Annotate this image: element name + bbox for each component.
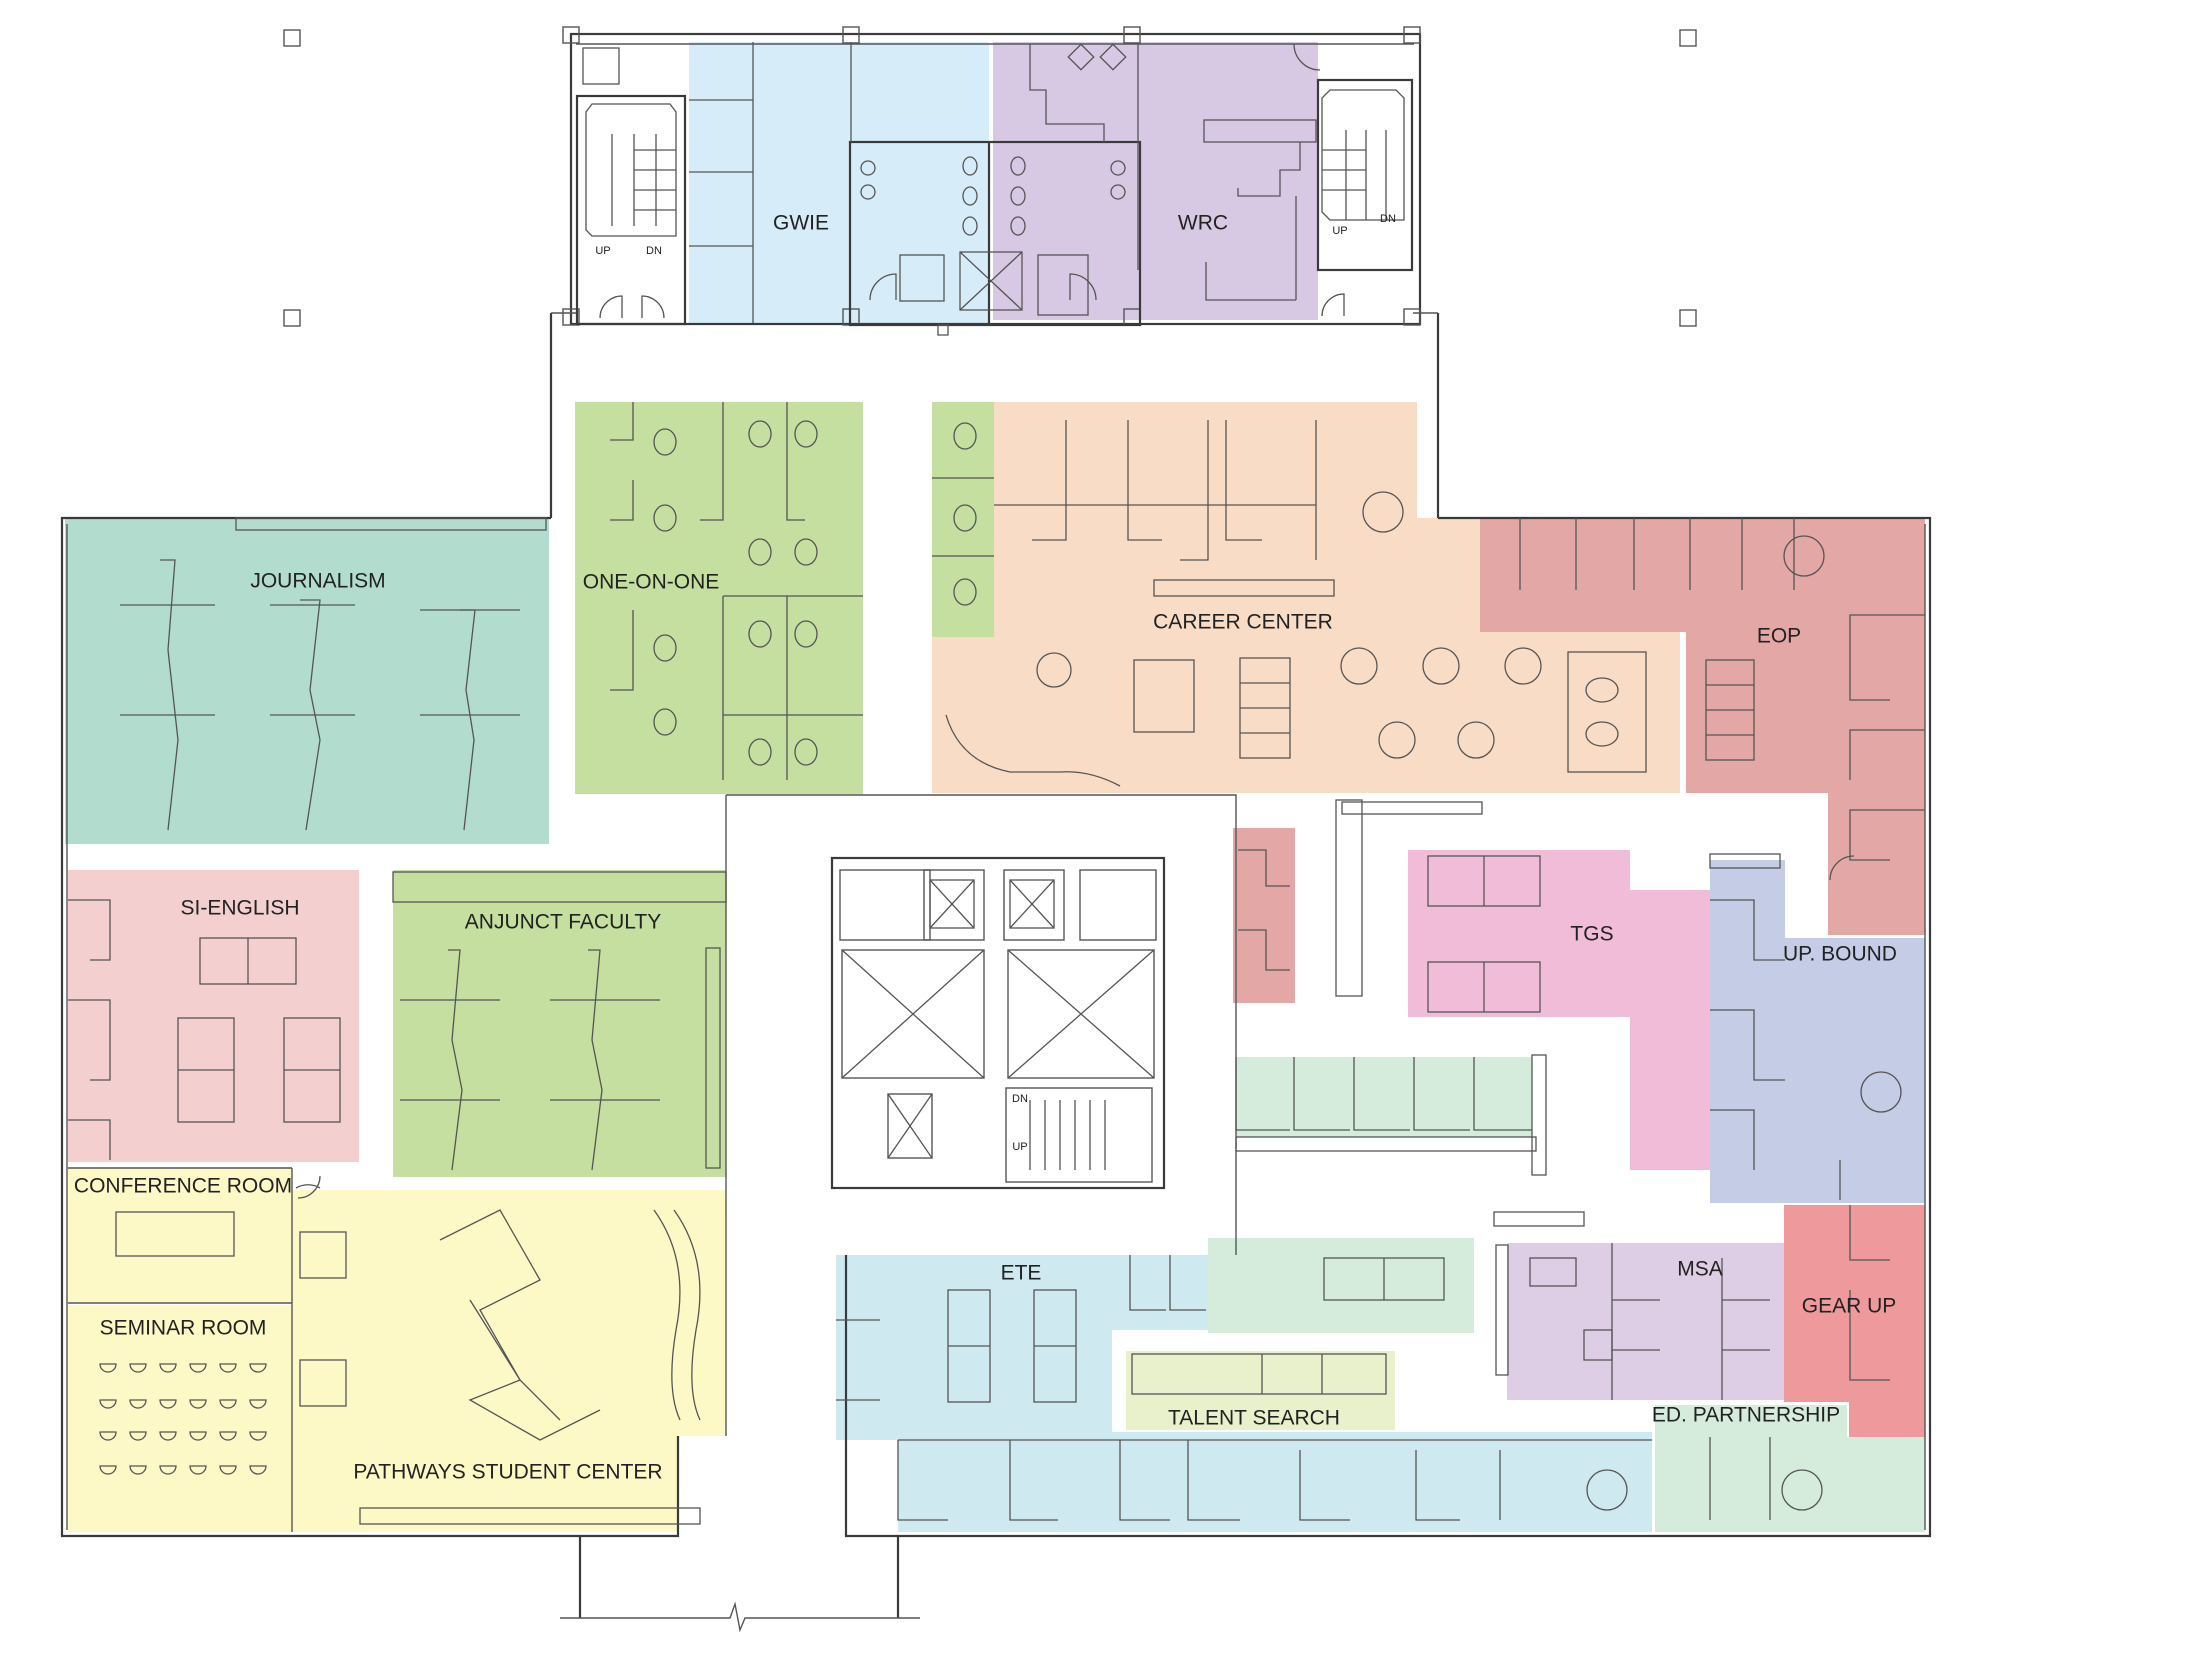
zone-si-english[interactable]: [68, 870, 359, 1162]
left-stair-dn: DN: [646, 245, 662, 257]
core-stair-up: UP: [1012, 1141, 1027, 1153]
label-anjunct-faculty: ANJUNCT FACULTY: [465, 911, 661, 934]
label-conference-room: CONFERENCE ROOM: [74, 1175, 292, 1198]
label-talent-search: TALENT SEARCH: [1168, 1407, 1340, 1430]
zone-seminar-room[interactable]: [68, 1305, 292, 1532]
zone-mint-mid: [1236, 1057, 1532, 1137]
zone-conference-room[interactable]: [68, 1168, 292, 1303]
zone-eop[interactable]: [1480, 518, 1925, 935]
zone-gwie[interactable]: [689, 42, 989, 323]
label-gear-up: GEAR UP: [1802, 1295, 1897, 1318]
tower-details: UP DN UP DN: [283, 26, 1697, 336]
label-journalism: JOURNALISM: [250, 570, 385, 593]
zone-career-green-strip: [932, 402, 994, 637]
furniture: [68, 402, 1925, 1532]
label-tgs: TGS: [1570, 923, 1613, 946]
right-stair-dn: DN: [1380, 213, 1396, 225]
label-ete: ETE: [1001, 1262, 1042, 1285]
zone-journalism[interactable]: [65, 517, 549, 844]
room-labels: GWIE WRC ONE-ON-ONE CAREER CENTER JOURNA…: [74, 212, 1897, 1484]
zone-talent-search[interactable]: [1126, 1351, 1395, 1430]
label-wrc: WRC: [1178, 212, 1228, 235]
label-one-on-one: ONE-ON-ONE: [583, 571, 720, 594]
label-si-english: SI-ENGLISH: [180, 897, 299, 920]
zone-fills: [65, 42, 1925, 1532]
right-stair-up: UP: [1332, 225, 1347, 237]
zone-career-center[interactable]: [932, 402, 1680, 793]
zone-tgs-strip: [1630, 890, 1710, 1170]
label-career-center: CAREER CENTER: [1153, 611, 1333, 634]
label-ed-partnership: ED. PARTNERSHIP: [1652, 1404, 1840, 1427]
label-msa: MSA: [1677, 1258, 1723, 1281]
label-up-bound: UP. BOUND: [1783, 943, 1897, 966]
zone-msa[interactable]: [1507, 1243, 1788, 1400]
label-gwie: GWIE: [773, 212, 829, 235]
zone-ed-partnership-right: [1770, 1437, 1925, 1532]
zone-eop-small: [1233, 828, 1295, 1003]
zone-mint-top: [1208, 1238, 1474, 1333]
label-eop: EOP: [1757, 625, 1801, 648]
zone-gear-up[interactable]: [1784, 1205, 1925, 1437]
label-pathways: PATHWAYS STUDENT CENTER: [353, 1461, 662, 1484]
zone-one-on-one[interactable]: [575, 402, 863, 794]
zone-anjunct-faculty[interactable]: [393, 870, 726, 1177]
zone-tgs[interactable]: [1408, 850, 1630, 1017]
building-walls: DN UP: [60, 32, 1932, 1633]
zone-up-bound[interactable]: [1710, 860, 1925, 1203]
seminar-seats: [99, 1363, 267, 1475]
label-seminar-room: SEMINAR ROOM: [100, 1317, 267, 1340]
zone-ete[interactable]: [836, 1255, 1652, 1532]
core-stair-dn: DN: [1012, 1093, 1028, 1105]
zone-wrc[interactable]: [993, 42, 1318, 320]
left-stair-up: UP: [595, 245, 610, 257]
